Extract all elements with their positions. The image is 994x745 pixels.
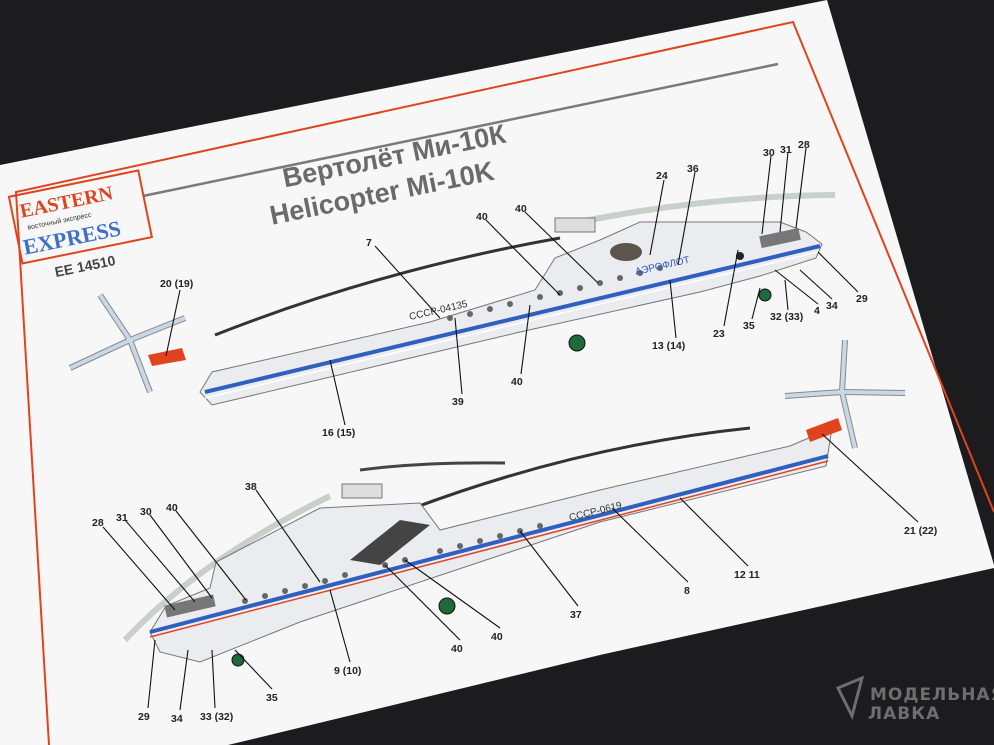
callout-label: 40 (451, 643, 463, 655)
top-callout-labels: 7 40 40 24 36 30 31 28 20 (19) 29 34 4 3… (160, 139, 868, 439)
callout-label: 16 (15) (322, 427, 355, 439)
callout-label: 9 (10) (334, 665, 361, 677)
callout-label: 34 (171, 713, 183, 725)
callout-label: 30 (140, 506, 152, 518)
callout-label: 34 (826, 300, 838, 312)
callout-label: 32 (33) (770, 311, 803, 323)
callout-label: 29 (856, 293, 868, 305)
watermark: МОДЕЛЬНАЯ ЛАВКА (835, 675, 994, 724)
callout-label: 37 (570, 609, 582, 621)
callout-label: 35 (266, 692, 278, 704)
callout-label: 35 (743, 320, 755, 332)
callout-label: 29 (138, 711, 150, 723)
callout-label: 8 (684, 585, 690, 597)
callout-label: 39 (452, 396, 464, 408)
bottom-helicopter-profile: СССР-0619 (122, 339, 906, 667)
bottom-callout-leaders (102, 433, 919, 711)
callout-label: 40 (511, 376, 523, 388)
callout-label: 36 (687, 163, 699, 175)
callout-label: 31 (780, 144, 792, 156)
callout-label: 28 (798, 139, 810, 151)
callout-label: 7 (366, 237, 372, 249)
callout-label: 24 (656, 170, 668, 182)
callout-label: 40 (491, 631, 503, 643)
title-divider (142, 62, 779, 198)
callout-label: 20 (19) (160, 278, 193, 290)
watermark-logo-icon (835, 675, 865, 721)
main-rotor-blade-light (122, 493, 332, 643)
callout-label: 38 (245, 481, 257, 493)
watermark-line2: ЛАВКА (868, 704, 940, 724)
callout-label: 13 (14) (652, 340, 685, 352)
callout-label: 28 (92, 517, 104, 529)
callout-label: 31 (116, 512, 128, 524)
callout-label: 33 (32) (200, 711, 233, 723)
red-frame (14, 20, 994, 745)
callout-label: 40 (515, 203, 527, 215)
bottom-callout-labels: 38 28 31 30 40 21 (22) 12 11 8 37 40 40 … (92, 481, 937, 725)
callout-label: 40 (166, 502, 178, 514)
top-helicopter-profile: СССР-04135 АЭРОФЛОТ (68, 192, 836, 406)
callout-label: 23 (713, 328, 725, 340)
callout-label: 21 (22) (904, 525, 937, 537)
watermark-line1: МОДЕЛЬНАЯ (870, 685, 994, 705)
callout-label: 40 (476, 211, 488, 223)
callout-label: 30 (763, 147, 775, 159)
top-callout-leaders (165, 147, 859, 426)
callout-label: 12 11 (734, 569, 760, 581)
callout-label: 4 (814, 305, 820, 317)
